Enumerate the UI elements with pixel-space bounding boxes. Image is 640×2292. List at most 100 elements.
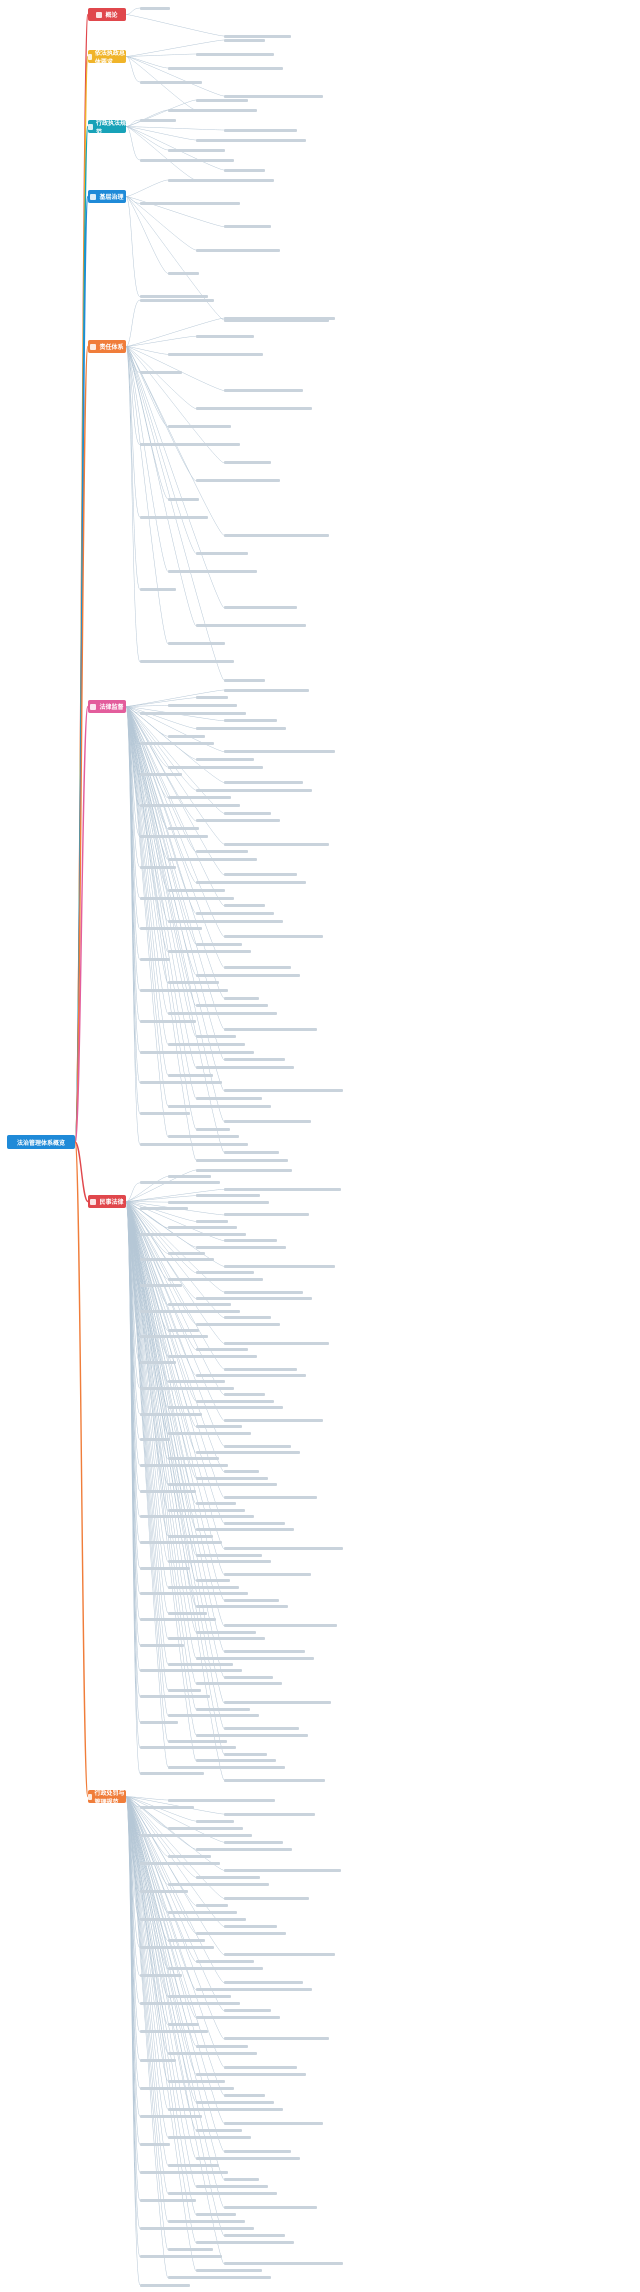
leaf-node[interactable] bbox=[196, 881, 306, 885]
leaf-node[interactable] bbox=[196, 1271, 254, 1275]
leaf-node[interactable] bbox=[224, 1840, 283, 1844]
leaf-node[interactable] bbox=[168, 888, 225, 892]
leaf-node[interactable] bbox=[168, 1251, 205, 1255]
leaf-node[interactable] bbox=[168, 2023, 199, 2027]
leaf-node[interactable] bbox=[196, 1451, 300, 1455]
leaf-node[interactable] bbox=[224, 1573, 311, 1577]
leaf-node[interactable] bbox=[168, 1135, 239, 1139]
leaf-node[interactable] bbox=[224, 935, 323, 939]
leaf-node[interactable] bbox=[196, 1219, 228, 1223]
leaf-node[interactable] bbox=[196, 2185, 268, 2189]
root-topic[interactable]: 法治管理体系概览 bbox=[7, 1135, 75, 1149]
leaf-node[interactable] bbox=[140, 298, 214, 302]
leaf-node[interactable] bbox=[168, 1585, 239, 1589]
leaf-node[interactable] bbox=[196, 2072, 306, 2076]
leaf-node[interactable] bbox=[196, 1875, 260, 1879]
leaf-node[interactable] bbox=[168, 178, 231, 182]
leaf-node[interactable] bbox=[224, 461, 271, 465]
leaf-node[interactable] bbox=[168, 2135, 251, 2139]
leaf-node[interactable] bbox=[168, 734, 205, 738]
leaf-node[interactable] bbox=[168, 1995, 231, 1999]
leaf-node[interactable] bbox=[168, 148, 225, 152]
leaf-node[interactable] bbox=[140, 1489, 196, 1493]
leaf-node[interactable] bbox=[224, 1727, 299, 1731]
leaf-node[interactable] bbox=[168, 1688, 201, 1692]
leaf-node[interactable] bbox=[196, 757, 254, 761]
leaf-node[interactable] bbox=[224, 811, 271, 815]
leaf-node[interactable] bbox=[168, 2107, 283, 2111]
leaf-node[interactable] bbox=[224, 2149, 291, 2153]
leaf-node[interactable] bbox=[168, 1406, 283, 1410]
leaf-node[interactable] bbox=[168, 497, 199, 501]
leaf-node[interactable] bbox=[168, 66, 283, 70]
leaf-node[interactable] bbox=[140, 1889, 188, 1893]
leaf-node[interactable] bbox=[224, 1341, 329, 1345]
leaf-node[interactable] bbox=[196, 1127, 230, 1131]
leaf-node[interactable] bbox=[196, 973, 300, 977]
leaf-node[interactable] bbox=[224, 1521, 285, 1525]
category-5[interactable]: 法律监督 bbox=[88, 700, 126, 713]
leaf-node[interactable] bbox=[224, 780, 303, 784]
leaf-node[interactable] bbox=[224, 678, 265, 682]
leaf-node[interactable] bbox=[140, 2199, 196, 2203]
category-0[interactable]: 概论 bbox=[88, 8, 126, 21]
leaf-node[interactable] bbox=[224, 1316, 271, 1320]
leaf-node[interactable] bbox=[168, 1798, 275, 1802]
leaf-node[interactable] bbox=[224, 1393, 265, 1397]
leaf-node[interactable] bbox=[140, 1438, 170, 1442]
leaf-node[interactable] bbox=[224, 2262, 343, 2266]
leaf-node[interactable] bbox=[140, 118, 176, 122]
leaf-node[interactable] bbox=[140, 1833, 252, 1837]
leaf-node[interactable] bbox=[224, 1495, 317, 1499]
leaf-node[interactable] bbox=[140, 515, 208, 519]
leaf-node[interactable] bbox=[224, 1812, 315, 1816]
leaf-node[interactable] bbox=[196, 2156, 300, 2160]
category-1[interactable]: 依法执政总体要求 bbox=[88, 50, 126, 66]
leaf-node[interactable] bbox=[224, 318, 329, 322]
leaf-node[interactable] bbox=[140, 1207, 188, 1211]
category-7[interactable]: 行政处罚与管理规范 bbox=[88, 1790, 126, 1806]
leaf-node[interactable] bbox=[224, 2009, 271, 2013]
leaf-node[interactable] bbox=[196, 1035, 236, 1039]
leaf-node[interactable] bbox=[140, 295, 208, 299]
leaf-node[interactable] bbox=[224, 1752, 267, 1756]
leaf-node[interactable] bbox=[140, 1669, 242, 1673]
leaf-node[interactable] bbox=[196, 1903, 228, 1907]
leaf-node[interactable] bbox=[224, 1624, 337, 1628]
leaf-node[interactable] bbox=[196, 1528, 294, 1532]
leaf-node[interactable] bbox=[224, 719, 277, 723]
leaf-node[interactable] bbox=[140, 588, 176, 592]
leaf-node[interactable] bbox=[196, 479, 280, 483]
leaf-node[interactable] bbox=[140, 1258, 214, 1262]
leaf-node[interactable] bbox=[140, 804, 240, 808]
leaf-node[interactable] bbox=[140, 927, 202, 931]
leaf-node[interactable] bbox=[224, 388, 303, 392]
leaf-node[interactable] bbox=[140, 2058, 176, 2062]
leaf-node[interactable] bbox=[168, 1739, 227, 1743]
leaf-node[interactable] bbox=[168, 1882, 269, 1886]
leaf-node[interactable] bbox=[196, 624, 306, 628]
leaf-node[interactable] bbox=[196, 1158, 288, 1162]
leaf-node[interactable] bbox=[224, 316, 335, 320]
leaf-node[interactable] bbox=[140, 1284, 182, 1288]
leaf-node[interactable] bbox=[168, 642, 225, 646]
leaf-node[interactable] bbox=[140, 1617, 216, 1621]
leaf-node[interactable] bbox=[224, 168, 265, 172]
leaf-node[interactable] bbox=[140, 2171, 228, 2175]
leaf-node[interactable] bbox=[196, 1296, 312, 1300]
leaf-node[interactable] bbox=[224, 1119, 311, 1123]
leaf-node[interactable] bbox=[196, 1960, 254, 1964]
leaf-node[interactable] bbox=[196, 819, 280, 823]
leaf-node[interactable] bbox=[168, 1560, 271, 1564]
leaf-node[interactable] bbox=[196, 1245, 286, 1249]
leaf-node[interactable] bbox=[140, 1772, 204, 1776]
leaf-node[interactable] bbox=[140, 2086, 234, 2090]
leaf-node[interactable] bbox=[224, 1213, 309, 1217]
leaf-node[interactable] bbox=[168, 1765, 285, 1769]
leaf-node[interactable] bbox=[168, 2248, 213, 2252]
leaf-node[interactable] bbox=[140, 1335, 208, 1339]
leaf-node[interactable] bbox=[196, 942, 242, 946]
leaf-node[interactable] bbox=[168, 425, 231, 429]
leaf-node[interactable] bbox=[224, 1701, 331, 1705]
leaf-node[interactable] bbox=[196, 1932, 286, 1936]
